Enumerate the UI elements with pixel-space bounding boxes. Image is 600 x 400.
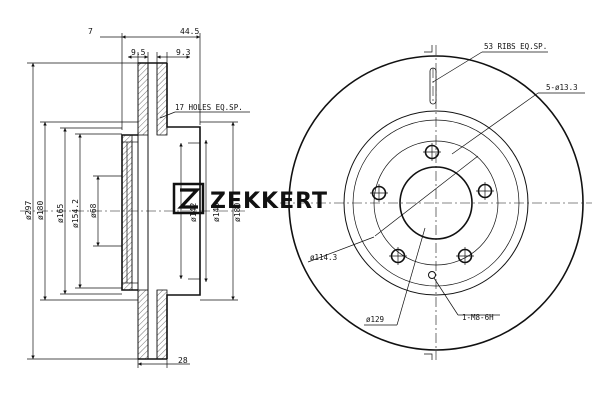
dim-inner-plate: 9.3 bbox=[176, 48, 191, 57]
ribs-note: 53 RIBS EQ.SP. bbox=[484, 42, 547, 51]
dim-hat-inner: ø154.2 bbox=[71, 199, 80, 228]
zekkert-logo-icon bbox=[172, 182, 205, 215]
dim-thickness: 28 bbox=[178, 356, 188, 365]
dim-flange-offset: 7 bbox=[88, 27, 93, 36]
logo-wordmark: ZEKKERT bbox=[210, 189, 328, 214]
dim-center-bore: ø68 bbox=[89, 203, 98, 218]
dim-hub-180: ø180 bbox=[233, 203, 242, 222]
hatch-upper-left bbox=[137, 62, 149, 136]
hub-note: ø129 bbox=[366, 315, 384, 324]
threaded-hole bbox=[428, 271, 436, 279]
thread-note: 1-M8-6H bbox=[462, 313, 494, 322]
dim-outer-plate: 9.5 bbox=[131, 48, 146, 57]
dim-hub-146: ø146 bbox=[212, 203, 221, 222]
brand-logo: ZEKKERT bbox=[172, 182, 328, 215]
dim-outer-diameter: ø297 bbox=[24, 201, 33, 220]
hatch-lower-right bbox=[156, 289, 168, 360]
hatch-lower-left bbox=[137, 289, 149, 360]
dim-friction-inner: ø180 bbox=[36, 201, 45, 220]
dim-hat-outer: ø165 bbox=[56, 204, 65, 223]
side-section-view: 7 44.5 9.5 9.3 17 HOLES EQ.SP. 28 ø297 ø… bbox=[20, 27, 250, 368]
front-view: 53 RIBS EQ.SP. 5-ø13.3 ø114.3 ø129 1-M8-… bbox=[280, 42, 592, 360]
pcd-note: ø114.3 bbox=[310, 253, 337, 262]
hatch-upper-right bbox=[156, 62, 168, 136]
holes-note: 17 HOLES EQ.SP. bbox=[175, 103, 243, 112]
dim-overall-height: 44.5 bbox=[180, 27, 199, 36]
bolt-holes-note: 5-ø13.3 bbox=[546, 83, 578, 92]
